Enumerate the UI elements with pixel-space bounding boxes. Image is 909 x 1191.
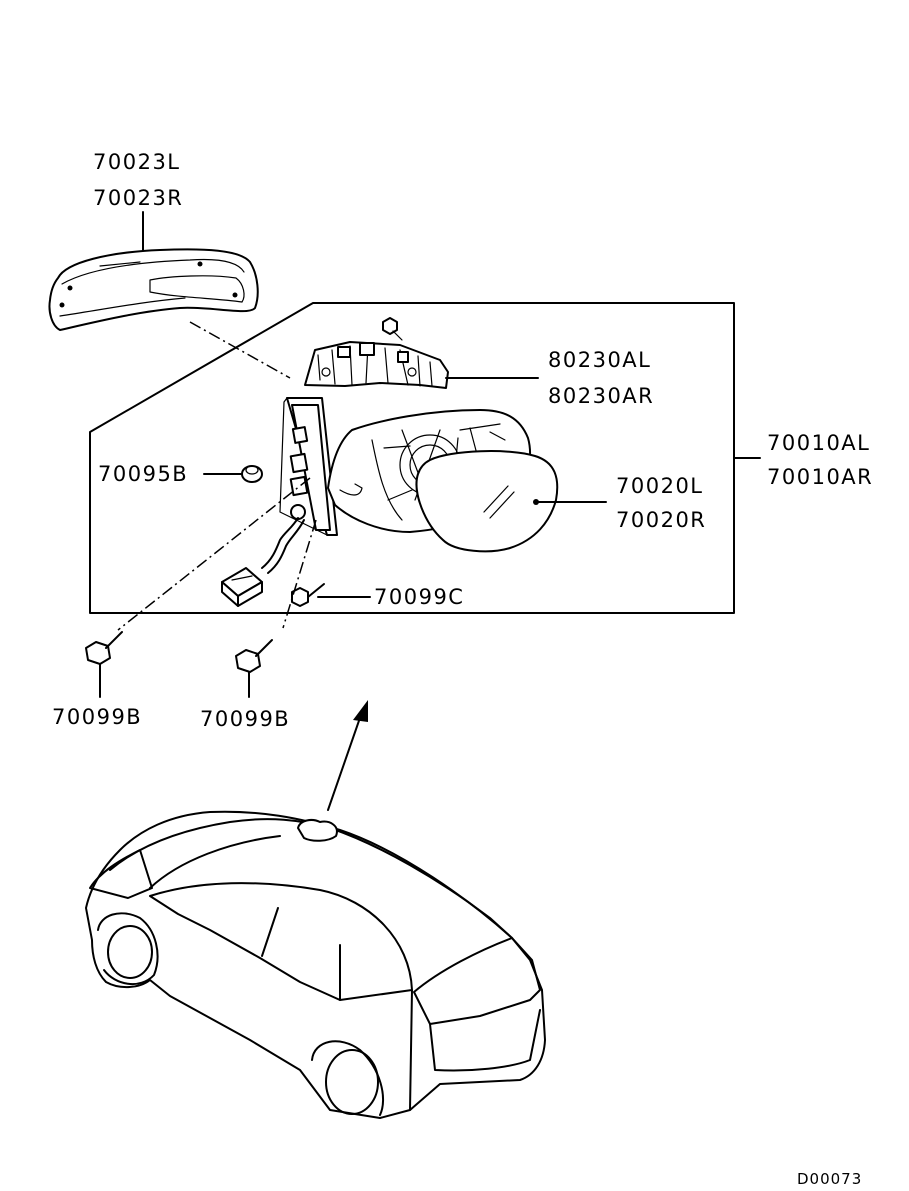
cover-part-number-left: 70023L bbox=[93, 150, 181, 174]
bolt-right-projection bbox=[282, 519, 317, 629]
grommet-drawing bbox=[241, 465, 263, 483]
bracket-part-number-right: 80230AR bbox=[548, 384, 655, 408]
glass-part-number-right: 70020R bbox=[616, 508, 707, 532]
bolt-left-part-number: 70099B bbox=[52, 705, 143, 729]
cover-projection-line bbox=[189, 321, 291, 379]
bolt-right-drawing bbox=[235, 639, 273, 673]
vehicle-drawing bbox=[85, 810, 546, 1119]
drawing-code: D00073 bbox=[797, 1170, 863, 1188]
locator-arrow bbox=[327, 711, 363, 811]
harness-drawing bbox=[221, 517, 305, 607]
bracket-drawing bbox=[304, 317, 449, 389]
mirror-base-drawing bbox=[279, 397, 338, 536]
mirror-glass-drawing bbox=[415, 450, 559, 553]
bracket-part-number-left: 80230AL bbox=[548, 348, 652, 372]
bracket-screw-drawing bbox=[382, 317, 403, 341]
bolt-left-projection bbox=[117, 477, 311, 631]
cover-part-number-right: 70023R bbox=[93, 186, 184, 210]
bolt-left-drawing bbox=[85, 631, 123, 665]
mirror-cover-drawing bbox=[48, 248, 259, 331]
mirror-assy-part-number-right: 70010AR bbox=[767, 465, 874, 489]
screw-c-part-number: 70099C bbox=[374, 585, 465, 609]
grommet-part-number: 70095B bbox=[98, 462, 189, 486]
bolt-right-part-number: 70099B bbox=[200, 707, 291, 731]
glass-part-number-left: 70020L bbox=[616, 474, 704, 498]
mirror-assy-part-number-left: 70010AL bbox=[767, 431, 871, 455]
screw-c-drawing bbox=[291, 583, 325, 607]
